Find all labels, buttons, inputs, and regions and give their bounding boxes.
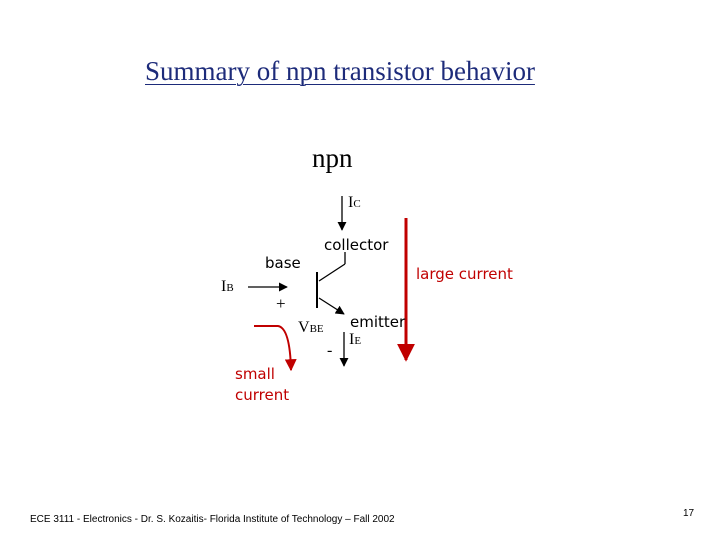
small-current-line2: current	[235, 386, 290, 404]
small-current-label: small current	[235, 364, 289, 406]
vbe-label: VBE	[298, 319, 324, 336]
vbe-plus-sign: +	[276, 294, 286, 313]
emitter-terminal	[318, 297, 345, 315]
small-current-curve	[254, 325, 297, 372]
base-label: base	[265, 254, 301, 272]
vbe-minus-sign: -	[327, 342, 333, 359]
large-current-label: large current	[416, 265, 513, 283]
slide-title: Summary of npn transistor behavior	[145, 56, 535, 86]
collector-label: collector	[324, 236, 389, 254]
base-current-label: IB	[221, 278, 234, 295]
page-number: 17	[683, 508, 695, 519]
emitter-current-label: IE	[349, 331, 362, 348]
device-type-label: npn	[312, 143, 353, 173]
collector-terminal	[318, 263, 346, 282]
small-current-line1: small	[235, 365, 275, 383]
emitter-label: emitter	[350, 313, 406, 331]
collector-current-label: IC	[348, 194, 361, 211]
footer-text: ECE 3111 - Electronics - Dr. S. Kozaitis…	[30, 514, 395, 525]
